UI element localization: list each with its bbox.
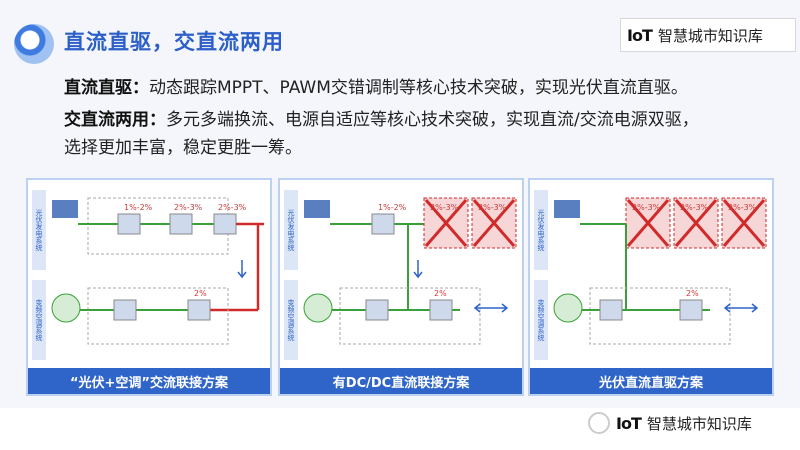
cross-icon (472, 199, 516, 247)
zhihu-logo-icon (588, 412, 610, 434)
side-label-pv: 光伏发电系统 (35, 208, 43, 252)
panel-caption-dcdc: 有DC/DC直流联接方案 (280, 368, 522, 394)
watermark-text: 智慧城市知识库 (657, 26, 763, 45)
diagram-dcdc: 光伏发电系统 变频空调系统 1%-2% 2%-3% 2%-3% 2% (284, 190, 517, 360)
svg-text:1%-2%: 1%-2% (124, 203, 153, 212)
svg-text:2%-3%: 2%-3% (218, 203, 247, 212)
diagram-ac: 光伏发电系统 变频空调系统 1%-2% 2%-3% 2%-3% 2% (32, 190, 264, 360)
solar-panel-icon (52, 200, 78, 218)
cross-icon (626, 199, 670, 247)
compressor-icon (303, 293, 333, 323)
arrow-down-icon (413, 260, 423, 279)
desc-line-3: 选择更加丰富，稳定更胜一筹。 (64, 138, 302, 158)
watermark-top: IoT 智慧城市知识库 (620, 18, 796, 52)
iot-logo-icon-bottom: IoT (616, 413, 642, 433)
watermark-bottom: IoT 智慧城市知识库 (588, 412, 752, 434)
svg-text:2%-3%: 2%-3% (478, 203, 507, 212)
svg-text:2%-3%: 2%-3% (632, 203, 661, 212)
solar-panel-icon (304, 200, 330, 218)
arrow-both-icon (473, 303, 509, 313)
title-bullet-icon (14, 24, 54, 64)
cross-icon (722, 199, 766, 247)
side-label-ac: 变频空调系统 (35, 298, 43, 342)
side-label-pv: 光伏发电系统 (537, 208, 545, 252)
cross-icon (424, 199, 468, 247)
svg-text:2%: 2% (194, 289, 207, 298)
svg-text:2%-3%: 2%-3% (174, 203, 203, 212)
panel-caption-ac: “光伏+空调”交流联接方案 (28, 368, 270, 394)
svg-text:2%: 2% (434, 289, 447, 298)
svg-text:2%-3%: 2%-3% (728, 203, 757, 212)
side-label-ac: 变频空调系统 (537, 298, 545, 342)
svg-text:2%-3%: 2%-3% (430, 203, 459, 212)
panel-caption-direct: 光伏直流直驱方案 (530, 368, 772, 394)
side-label-ac: 变频空调系统 (287, 298, 295, 342)
arrow-down-icon (237, 260, 247, 279)
page-title: 直流直驱，交直流两用 (64, 30, 284, 54)
desc-line-1: 直流直驱：动态跟踪MPPT、PAWM交错调制等核心技术突破，实现光伏直流直驱。 (64, 78, 688, 98)
diagram-panel-direct: 光伏发电系统 变频空调系统 2%-3% 2%-3% 2%-3% 2% 光伏直流直… (528, 178, 774, 396)
cross-icon (674, 199, 718, 247)
diagram-panel-dcdc: 光伏发电系统 变频空调系统 1%-2% 2%-3% 2%-3% 2% 有DC/D… (278, 178, 524, 396)
watermark-text-bottom: 智慧城市知识库 (646, 414, 752, 433)
arrow-both-icon (723, 303, 759, 313)
svg-text:2%: 2% (686, 289, 699, 298)
diagram-direct: 光伏发电系统 变频空调系统 2%-3% 2%-3% 2%-3% 2% (534, 190, 767, 360)
svg-text:2%-3%: 2%-3% (680, 203, 709, 212)
iot-logo-icon: IoT (627, 25, 653, 45)
desc-line-2: 交直流两用：多元多端换流、电源自适应等核心技术突破，实现直流/交流电源双驱， (64, 110, 699, 130)
side-label-pv: 光伏发电系统 (287, 208, 295, 252)
slide: 直流直驱，交直流两用 IoT 智慧城市知识库 直流直驱：动态跟踪MPPT、PAW… (0, 0, 800, 408)
compressor-icon (51, 293, 81, 323)
solar-panel-icon (554, 200, 580, 218)
compressor-icon (553, 293, 583, 323)
diagram-panel-ac: 光伏发电系统 变频空调系统 1%-2% 2%-3% 2%-3% 2% “光伏+空… (26, 178, 272, 396)
svg-text:1%-2%: 1%-2% (378, 203, 407, 212)
